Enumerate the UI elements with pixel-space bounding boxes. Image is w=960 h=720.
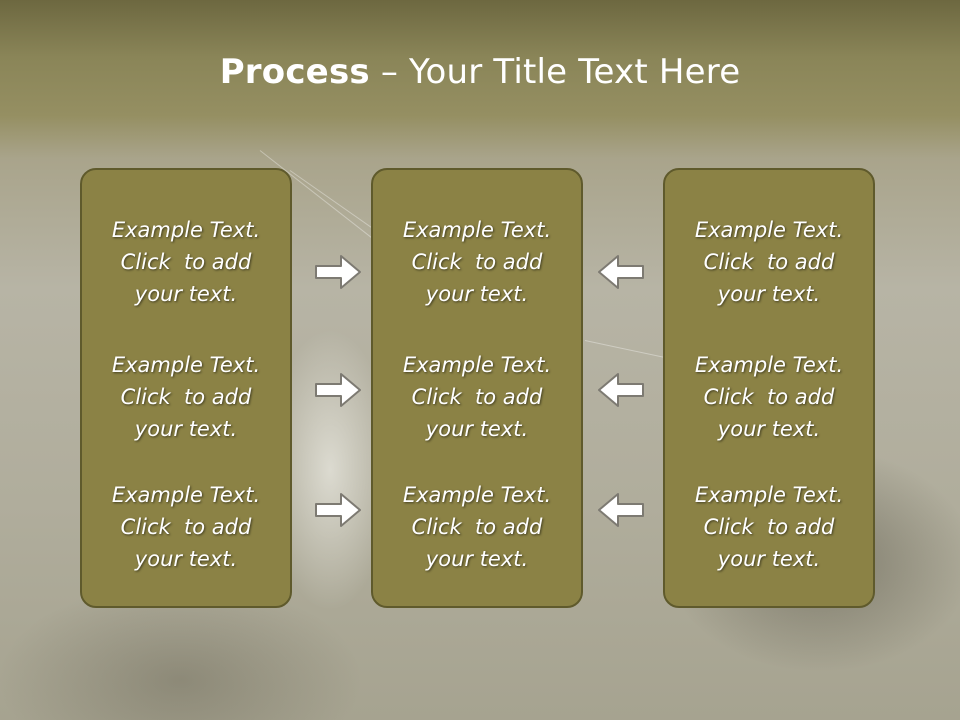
text-placeholder[interactable]: Example Text. Click to add your text. bbox=[111, 218, 261, 306]
left-arrow-icon bbox=[598, 373, 644, 407]
text-placeholder[interactable]: Example Text. Click to add your text. bbox=[111, 353, 261, 441]
text-placeholder[interactable]: Example Text. Click to add your text. bbox=[111, 483, 261, 571]
background-streak bbox=[584, 340, 664, 358]
title-rest: – Your Title Text Here bbox=[369, 52, 741, 92]
text-placeholder[interactable]: Example Text. Click to add your text. bbox=[402, 218, 552, 306]
text-placeholder[interactable]: Example Text. Click to add your text. bbox=[694, 483, 844, 571]
left-arrow-icon bbox=[598, 255, 644, 289]
text-placeholder[interactable]: Example Text. Click to add your text. bbox=[694, 353, 844, 441]
process-box-left[interactable]: Example Text. Click to add your text. Ex… bbox=[80, 168, 292, 608]
process-box-right[interactable]: Example Text. Click to add your text. Ex… bbox=[663, 168, 875, 608]
right-arrow-icon bbox=[315, 493, 361, 527]
left-arrow-icon bbox=[598, 493, 644, 527]
slide-title[interactable]: Process – Your Title Text Here bbox=[0, 52, 960, 92]
title-bold: Process bbox=[219, 52, 370, 92]
right-arrow-icon bbox=[315, 255, 361, 289]
text-placeholder[interactable]: Example Text. Click to add your text. bbox=[402, 483, 552, 571]
process-box-middle[interactable]: Example Text. Click to add your text. Ex… bbox=[371, 168, 583, 608]
text-placeholder[interactable]: Example Text. Click to add your text. bbox=[694, 218, 844, 306]
right-arrow-icon bbox=[315, 373, 361, 407]
text-placeholder[interactable]: Example Text. Click to add your text. bbox=[402, 353, 552, 441]
